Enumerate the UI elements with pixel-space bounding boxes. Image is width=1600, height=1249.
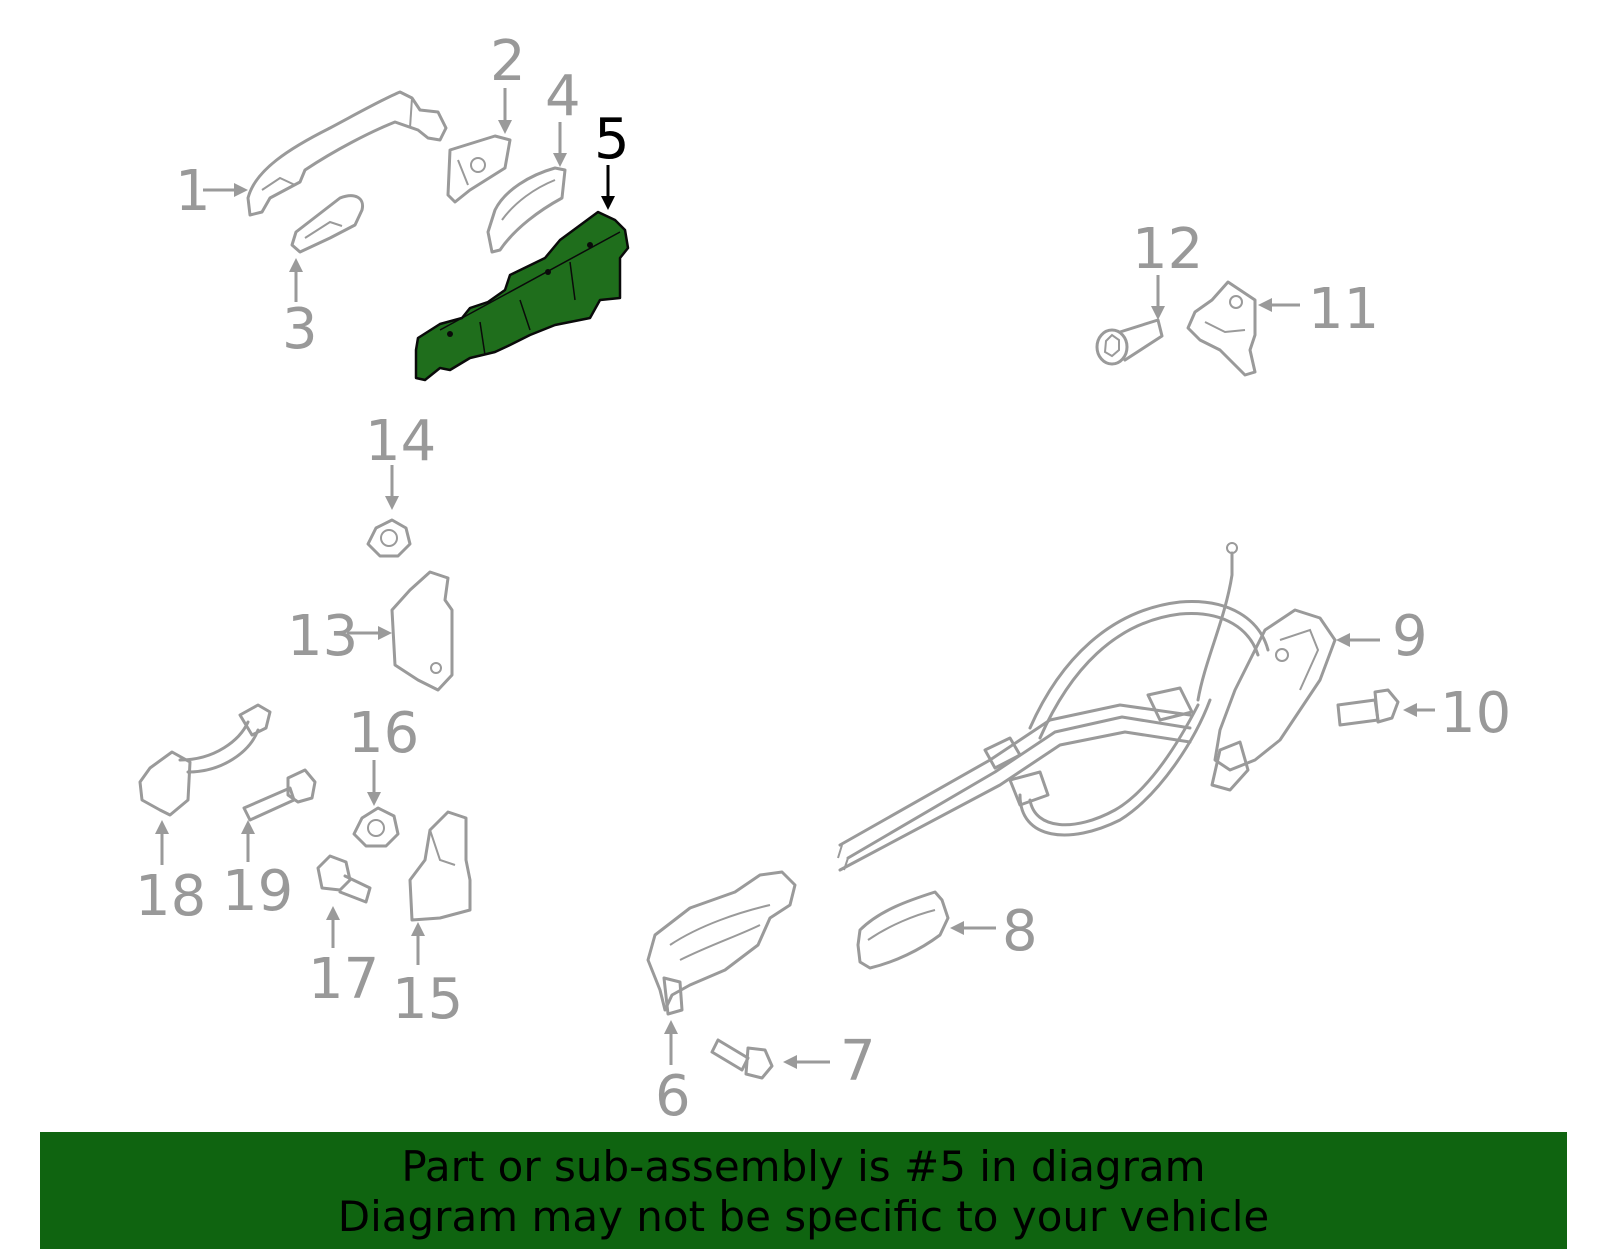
callout-17: 17 <box>308 947 379 1012</box>
callout-16: 16 <box>348 701 419 766</box>
part-6-inside-handle[interactable] <box>646 870 797 1016</box>
callout-6-arrowhead <box>664 1020 678 1034</box>
part-11-striker[interactable] <box>1186 280 1257 377</box>
part-16-nut[interactable] <box>352 806 400 848</box>
callout-5: 5 <box>594 107 630 172</box>
callout-9-arrowhead <box>1336 633 1350 647</box>
part-8-trim-bezel[interactable] <box>856 890 950 970</box>
callout-4: 4 <box>545 64 581 129</box>
part-3-cylinder-cap[interactable] <box>290 194 365 254</box>
callout-3-arrowhead <box>289 258 303 272</box>
callout-2-arrowhead <box>498 120 512 134</box>
part-5-body[interactable] <box>414 210 630 382</box>
callout-16-arrowhead <box>367 792 381 806</box>
callout-15-arrowhead <box>411 922 425 936</box>
callout-3: 3 <box>282 297 318 362</box>
part-5-handle-frame[interactable] <box>414 210 630 382</box>
part-4-gasket[interactable] <box>486 166 567 254</box>
banner-line-1: Part or sub-assembly is #5 in diagram <box>401 1142 1206 1191</box>
callout-1-arrowhead <box>234 183 248 197</box>
part-1-outside-handle[interactable] <box>246 90 448 217</box>
part-7-screw[interactable] <box>710 1038 774 1080</box>
callout-13-arrowhead <box>378 626 392 640</box>
callout-12: 12 <box>1132 217 1203 282</box>
callout-5-arrowhead <box>601 196 615 210</box>
part-14-nut[interactable] <box>366 518 412 558</box>
callout-19-arrowhead <box>241 820 255 834</box>
callout-8-arrowhead <box>950 921 964 935</box>
part-12-striker-bolt[interactable] <box>1095 318 1164 366</box>
part-18-rod-clip[interactable] <box>138 703 272 817</box>
callout-10: 10 <box>1440 681 1511 746</box>
callout-17-arrowhead <box>326 906 340 920</box>
callout-11: 11 <box>1308 277 1379 342</box>
callout-13: 13 <box>287 604 358 669</box>
callout-12-arrowhead <box>1151 306 1165 320</box>
callout-7-arrowhead <box>783 1055 797 1069</box>
callout-11-arrowhead <box>1258 298 1272 312</box>
part-13-bracket[interactable] <box>390 570 454 692</box>
callout-14: 14 <box>365 409 436 474</box>
callout-15: 15 <box>392 967 463 1032</box>
part-17-stud[interactable] <box>316 854 372 904</box>
part-10-bolt[interactable] <box>1336 688 1400 727</box>
callout-10-arrowhead <box>1403 703 1417 717</box>
banner-line-2: Diagram may not be specific to your vehi… <box>337 1192 1270 1241</box>
part-2-handle-bezel[interactable] <box>446 134 512 204</box>
callout-8: 8 <box>1002 899 1038 964</box>
callout-18: 18 <box>135 864 206 929</box>
part-15-bracket[interactable] <box>408 810 472 922</box>
callout-19: 19 <box>222 859 293 924</box>
part-19-bolt[interactable] <box>242 768 317 822</box>
info-banner: Part or sub-assembly is #5 in diagram Di… <box>40 1132 1567 1249</box>
callout-2: 2 <box>490 29 526 94</box>
callout-7: 7 <box>840 1029 876 1094</box>
callout-18-arrowhead <box>155 820 169 834</box>
callout-6: 6 <box>655 1064 691 1129</box>
callout-9: 9 <box>1392 604 1428 669</box>
callout-14-arrowhead <box>385 496 399 510</box>
callout-4-arrowhead <box>553 153 567 167</box>
part-9-latch-assembly[interactable] <box>837 542 1337 872</box>
